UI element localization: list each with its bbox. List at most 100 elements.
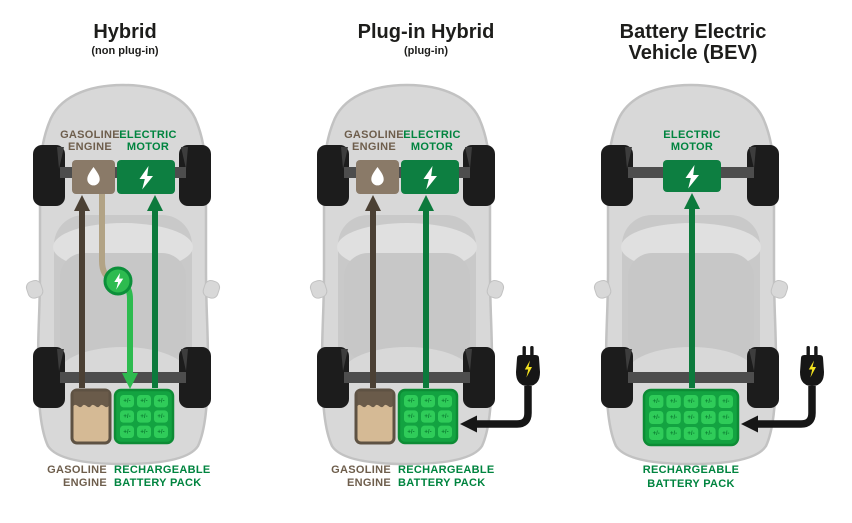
battery-cell	[438, 395, 452, 408]
lightning-icon	[423, 166, 437, 190]
left-mirror	[593, 279, 612, 299]
wheel	[463, 347, 495, 408]
tank-label: ENGINE	[63, 477, 107, 489]
page-subtitle: (non plug-in)	[91, 45, 159, 57]
battery-cell	[666, 411, 681, 424]
battery-cell	[154, 395, 168, 408]
flame-icon	[87, 167, 100, 186]
battery-cell	[120, 410, 134, 423]
battery-cell-label: +/-	[157, 399, 164, 405]
battery-pack: +/-+/-+/-+/-+/-+/-+/-+/-+/-	[113, 388, 175, 445]
lightning-icon	[808, 360, 816, 378]
engine-label: GASOLINE	[344, 129, 404, 141]
panel-plugin-hybrid: Plug-in Hybrid (plug-in)	[284, 0, 568, 523]
panel-hybrid-titles: Hybrid (non plug-in)	[0, 22, 267, 58]
battery-cell	[137, 425, 151, 438]
battery-cell	[438, 425, 452, 438]
charge-arrowhead	[741, 415, 758, 433]
motor-label: ELECTRIC	[663, 129, 720, 141]
battery-cell-label: +/-	[670, 415, 677, 421]
wheel	[601, 347, 633, 408]
battery-cell-label: +/-	[441, 429, 448, 435]
battery-cell-label: +/-	[722, 415, 729, 421]
generator-icon	[103, 266, 133, 296]
wheel-highlight	[341, 349, 348, 371]
battery-cell-label: +/-	[705, 431, 712, 437]
battery-cell-label: +/-	[687, 415, 694, 421]
right-mirror	[202, 279, 221, 299]
battery-cell-label: +/-	[407, 429, 414, 435]
battery-cell-label: +/-	[670, 399, 677, 405]
battery-cell	[718, 411, 733, 424]
battery-cell	[666, 427, 681, 440]
plug-icon	[741, 346, 824, 433]
panel-bev-titles: Battery Electric Vehicle (BEV)	[551, 22, 835, 64]
battery-cell	[718, 427, 733, 440]
battery-label: RECHARGEABLE	[643, 464, 740, 476]
battery-pack: +/-+/-+/-+/-+/-+/-+/-+/-+/-+/-+/-+/-+/-+…	[642, 388, 740, 447]
battery-cell-label: +/-	[123, 414, 130, 420]
lightning-icon	[524, 360, 532, 378]
battery-cell	[421, 395, 435, 408]
battery-cell	[649, 411, 664, 424]
page-title: Plug-in Hybrid	[357, 21, 495, 43]
lightning-icon	[114, 273, 124, 290]
battery-cell-label: +/-	[441, 414, 448, 420]
wheel	[317, 347, 349, 408]
wheel	[317, 145, 349, 206]
rear-axle	[60, 372, 186, 383]
battery-cell	[701, 411, 716, 424]
battery-cell	[404, 395, 418, 408]
battery-label: BATTERY PACK	[398, 477, 486, 489]
battery-cell-label: +/-	[123, 399, 130, 405]
charge-cable	[476, 386, 532, 428]
battery-cell-label: +/-	[424, 429, 431, 435]
wheel	[747, 347, 779, 408]
battery-cell	[404, 425, 418, 438]
flame-icon	[371, 167, 384, 186]
battery-cell	[683, 395, 699, 408]
battery-cell	[438, 410, 452, 423]
battery-cell-label: +/-	[653, 431, 660, 437]
battery-cell-label: +/-	[670, 431, 677, 437]
panel-bev: Battery Electric Vehicle (BEV)	[568, 0, 852, 523]
battery-to-motor-arrowhead	[147, 195, 163, 211]
wheel	[463, 145, 495, 206]
wheel-highlight	[181, 147, 188, 169]
battery-cell-label: +/-	[653, 399, 660, 405]
battery-cell	[683, 427, 699, 440]
battery-cell	[649, 427, 664, 440]
motor-label: MOTOR	[411, 141, 453, 153]
battery-cell	[404, 410, 418, 423]
battery-cell-label: +/-	[705, 415, 712, 421]
battery-cell-label: +/-	[424, 414, 431, 420]
page-title: Battery Electric	[619, 21, 767, 43]
charge-cable	[757, 386, 816, 428]
tank-label: ENGINE	[347, 477, 391, 489]
battery-cell-label: +/-	[123, 429, 130, 435]
panel-plugin-hybrid-titles: Plug-in Hybrid (plug-in)	[284, 22, 568, 58]
page-title: Hybrid	[93, 21, 157, 43]
battery-label: BATTERY PACK	[114, 477, 202, 489]
page-subtitle: (plug-in)	[404, 45, 448, 57]
motor-label: MOTOR	[671, 141, 713, 153]
battery-cell-label: +/-	[441, 399, 448, 405]
wheel	[179, 145, 211, 206]
battery-cell	[701, 427, 716, 440]
plug-icon	[460, 346, 540, 433]
wheel-highlight	[57, 147, 64, 169]
lightning-icon	[139, 166, 153, 190]
battery-cell-label: +/-	[407, 399, 414, 405]
wheel-highlight	[341, 147, 348, 169]
battery-cell	[718, 395, 733, 408]
battery-cell-label: +/-	[722, 431, 729, 437]
wheel-highlight	[749, 147, 756, 169]
engine-label: GASOLINE	[60, 129, 120, 141]
roof	[344, 253, 470, 361]
plugin-hybrid-car-diagram: +/-+/-+/-+/-+/-+/-+/-+/-+/- GASOLINE ENG…	[309, 83, 540, 489]
tank-label: GASOLINE	[331, 464, 391, 476]
wheel	[747, 145, 779, 206]
battery-cell	[120, 425, 134, 438]
wheel-highlight	[181, 349, 188, 371]
wheel	[179, 347, 211, 408]
